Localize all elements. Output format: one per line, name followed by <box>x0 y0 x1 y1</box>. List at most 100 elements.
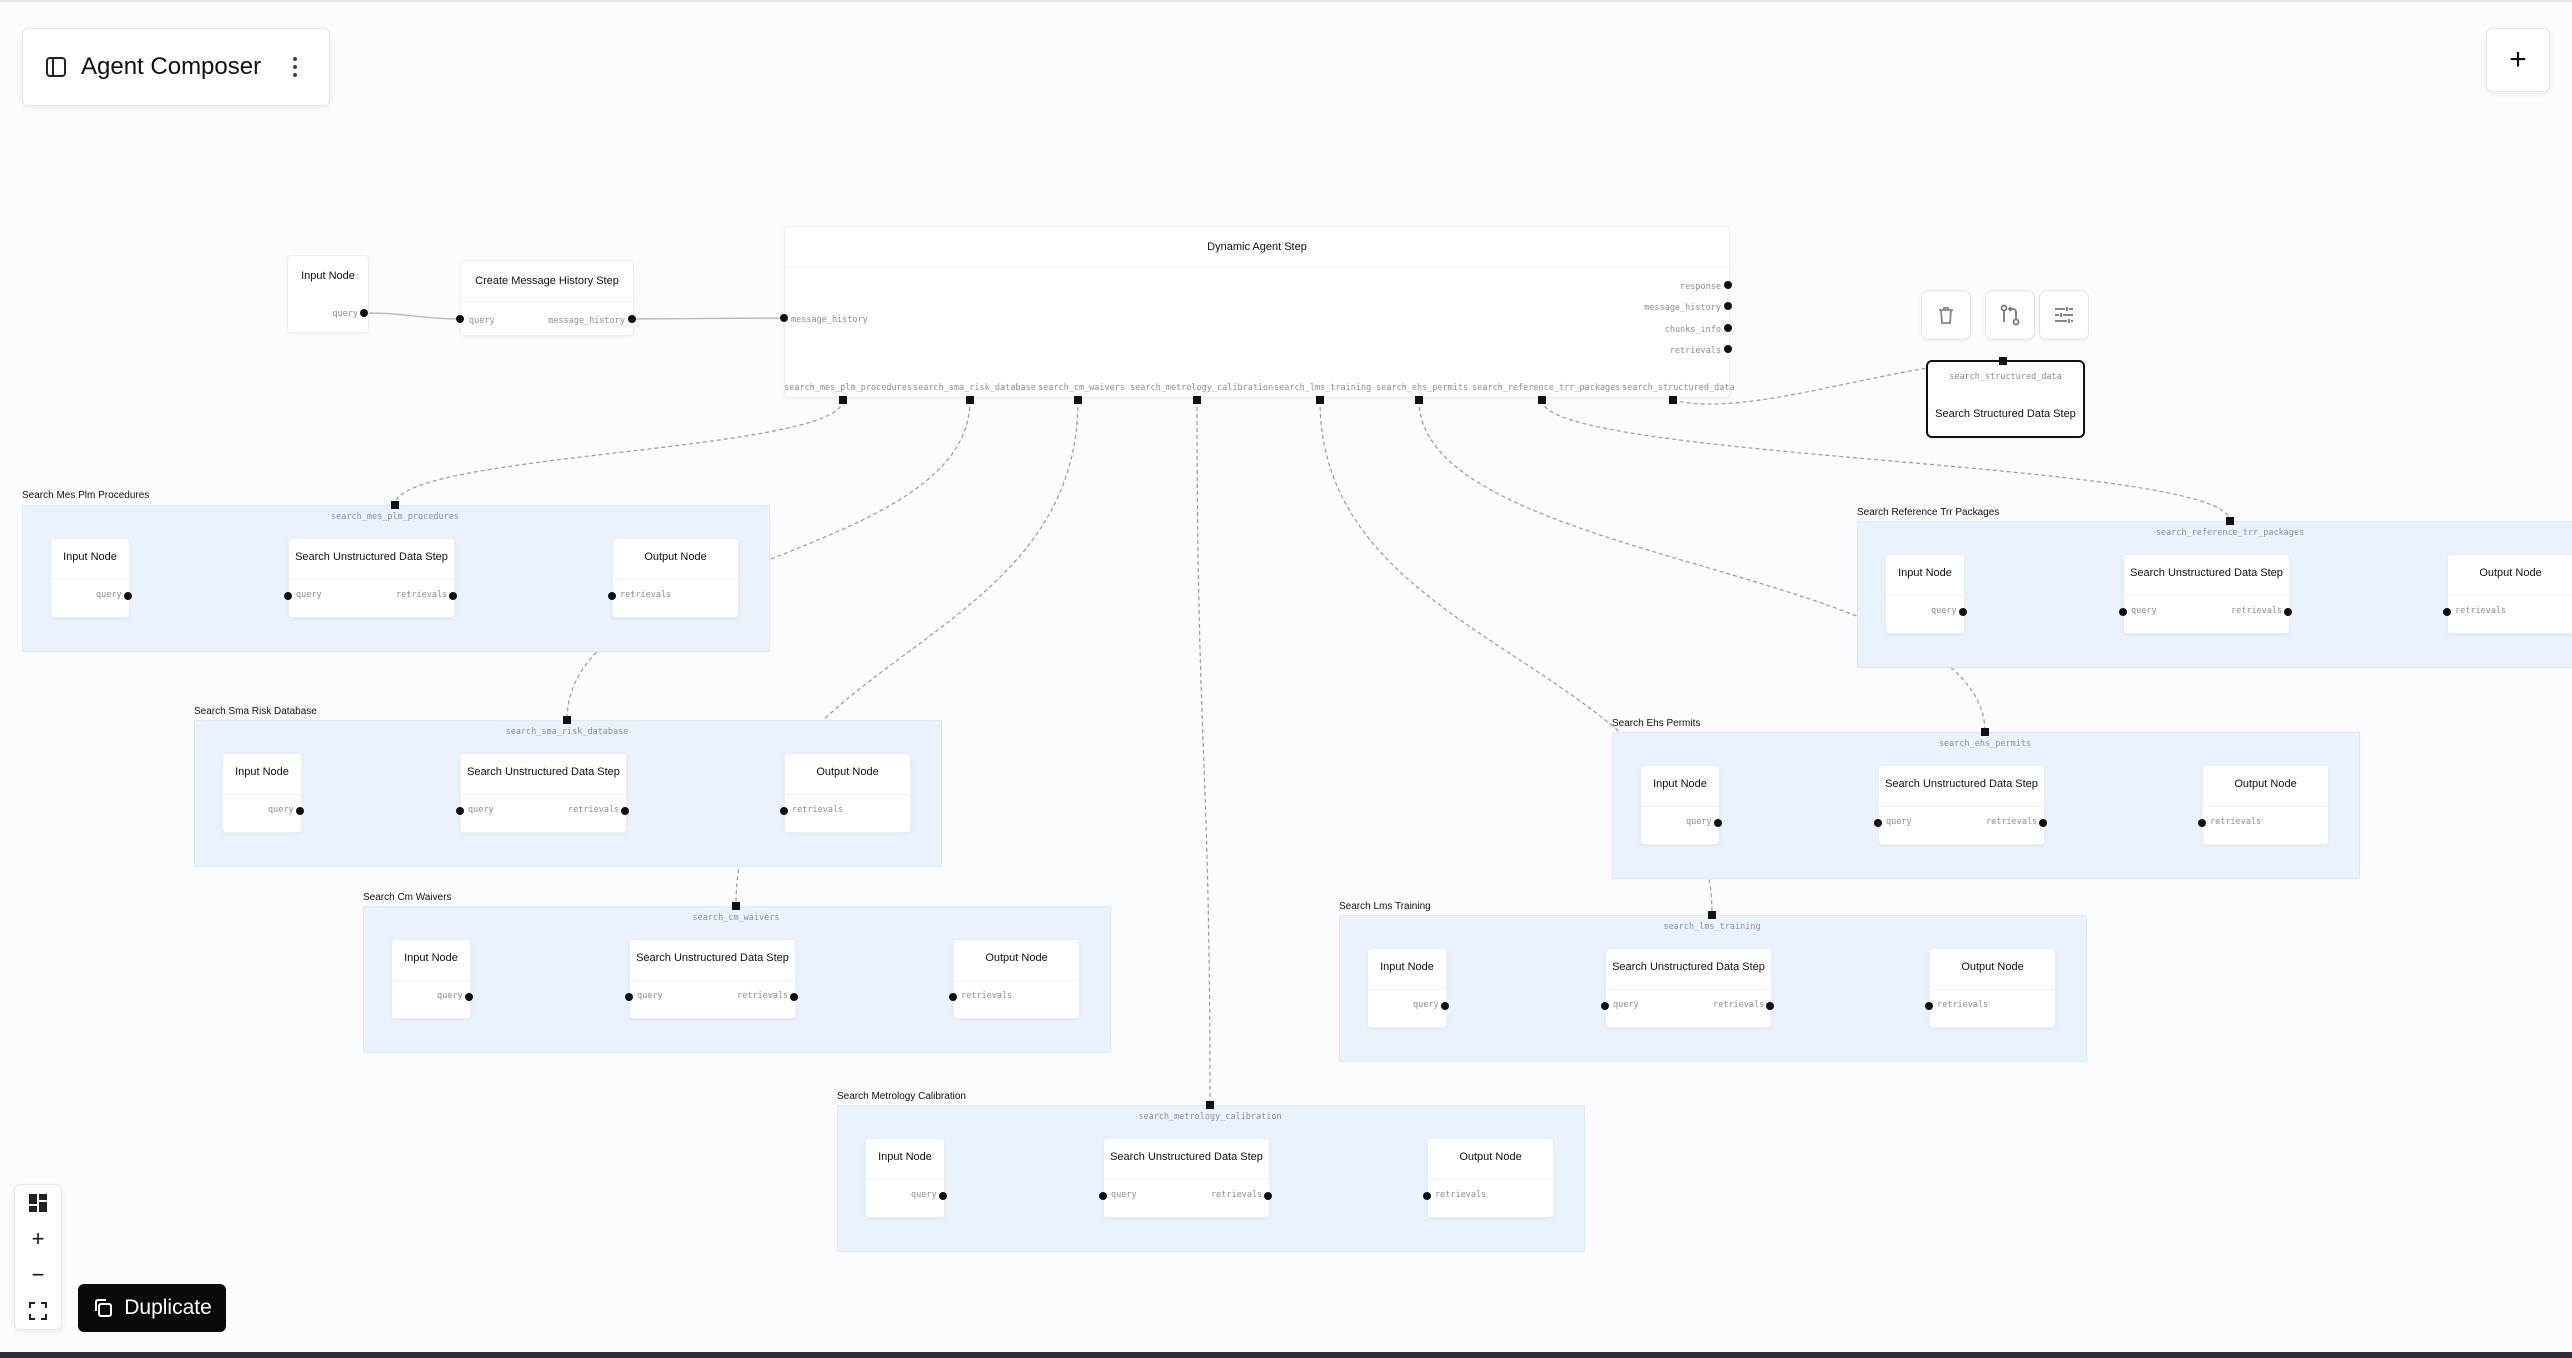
group-port-handle[interactable] <box>391 501 399 509</box>
port-handle[interactable] <box>449 592 457 600</box>
layout-grid-icon[interactable] <box>23 1188 53 1218</box>
port-handle[interactable] <box>1441 1002 1449 1010</box>
port-handle[interactable] <box>2284 608 2292 616</box>
port-handle[interactable] <box>284 592 292 600</box>
search-structured-data-step[interactable]: search_structured_data Search Structured… <box>1926 360 2085 438</box>
port-handle[interactable] <box>456 807 464 815</box>
input-node[interactable]: Input Node <box>391 939 471 1019</box>
port-label: query <box>296 590 322 600</box>
search-unstructured-data-step[interactable]: Search Unstructured Data Step <box>2123 554 2290 634</box>
port-handle[interactable] <box>2443 608 2451 616</box>
port-label: query <box>1111 1190 1137 1200</box>
zoom-out-icon[interactable]: − <box>31 1262 45 1287</box>
search-unstructured-data-step[interactable]: Search Unstructured Data Step <box>1878 765 2045 845</box>
tool-handle[interactable] <box>1316 396 1324 404</box>
output-node[interactable]: Output Node <box>1427 1138 1554 1218</box>
group-port-handle[interactable] <box>1981 728 1989 736</box>
port-handle[interactable] <box>1099 1192 1107 1200</box>
search-unstructured-data-step[interactable]: Search Unstructured Data Step <box>460 753 627 833</box>
port-handle[interactable] <box>1714 819 1722 827</box>
port-handle[interactable] <box>1423 1192 1431 1200</box>
port-handle[interactable] <box>939 1192 947 1200</box>
port-handle[interactable] <box>780 807 788 815</box>
output-node[interactable]: Output Node <box>953 939 1080 1019</box>
add-node-button[interactable]: + <box>2486 28 2550 92</box>
node-divider <box>613 579 738 580</box>
output-node[interactable]: Output Node <box>784 753 911 833</box>
group-port-handle[interactable] <box>563 716 571 724</box>
more-vertical-icon[interactable] <box>285 53 305 81</box>
tool-handle[interactable] <box>839 396 847 404</box>
port-handle[interactable] <box>1766 1002 1774 1010</box>
tool-port-label: search_reference_trr_packages <box>1472 383 1621 393</box>
input-node[interactable]: Input Node <box>1367 948 1447 1028</box>
tool-handle[interactable] <box>1538 396 1546 404</box>
group-port-handle[interactable] <box>1708 911 1716 919</box>
duplicate-button[interactable]: Duplicate <box>78 1284 226 1332</box>
port-handle[interactable] <box>1601 1002 1609 1010</box>
node-title: Output Node <box>1961 961 2024 973</box>
port-handle[interactable] <box>1724 302 1732 310</box>
tool-port-label: search_sma_risk_database <box>913 383 1036 393</box>
port-handle[interactable] <box>790 993 798 1001</box>
zoom-in-icon[interactable]: + <box>31 1226 45 1251</box>
search-unstructured-data-step[interactable]: Search Unstructured Data Step <box>629 939 796 1019</box>
input-node[interactable]: Input Node <box>222 753 302 833</box>
port-handle[interactable] <box>456 315 464 323</box>
tool-handle[interactable] <box>966 396 974 404</box>
node-divider <box>1368 989 1446 990</box>
port-handle[interactable] <box>2039 819 2047 827</box>
group-port-handle[interactable] <box>2226 517 2234 525</box>
port-handle[interactable] <box>780 314 788 322</box>
port-handle[interactable] <box>628 315 636 323</box>
tool-handle[interactable] <box>1074 396 1082 404</box>
search-unstructured-data-step[interactable]: Search Unstructured Data Step <box>1605 948 1772 1028</box>
node-divider <box>785 267 1729 268</box>
port-handle[interactable] <box>465 993 473 1001</box>
output-node[interactable]: Output Node <box>2202 765 2329 845</box>
search-unstructured-data-step[interactable]: Search Unstructured Data Step <box>1103 1138 1270 1218</box>
group-port-handle[interactable] <box>732 902 740 910</box>
settings-button[interactable] <box>2039 290 2089 340</box>
tool-handle[interactable] <box>1415 396 1423 404</box>
port-handle[interactable] <box>1925 1002 1933 1010</box>
output-node[interactable]: Output Node <box>2447 554 2572 634</box>
dynamic-agent-step[interactable]: Dynamic Agent Step message_history respo… <box>784 226 1730 398</box>
port-handle[interactable] <box>608 592 616 600</box>
input-node[interactable]: Input Node <box>50 538 130 618</box>
port-handle[interactable] <box>124 592 132 600</box>
node-title: Search Unstructured Data Step <box>1612 961 1765 973</box>
input-node[interactable]: Input Node <box>865 1138 945 1218</box>
tool-handle[interactable] <box>1999 357 2007 365</box>
port-handle[interactable] <box>2119 608 2127 616</box>
tool-port-label: search_cm_waivers <box>1038 383 1125 393</box>
output-node[interactable]: Output Node <box>612 538 739 618</box>
port-handle[interactable] <box>296 807 304 815</box>
port-handle[interactable] <box>621 807 629 815</box>
port-handle[interactable] <box>949 993 957 1001</box>
port-handle[interactable] <box>625 993 633 1001</box>
port-handle[interactable] <box>2198 819 2206 827</box>
branch-button[interactable] <box>1985 290 2035 340</box>
port-handle[interactable] <box>1724 281 1732 289</box>
output-node[interactable]: Output Node <box>1929 948 2056 1028</box>
port-handle[interactable] <box>1724 324 1732 332</box>
top-input-node[interactable]: Input Node query <box>287 255 369 333</box>
delete-node-button[interactable] <box>1921 290 1971 340</box>
port-handle[interactable] <box>1959 608 1967 616</box>
sidebar-toggle-icon[interactable] <box>45 56 67 78</box>
input-node[interactable]: Input Node <box>1885 554 1965 634</box>
port-handle[interactable] <box>1264 1192 1272 1200</box>
create-message-history-step[interactable]: Create Message History Step query messag… <box>460 260 634 336</box>
tool-handle[interactable] <box>1669 396 1677 404</box>
input-node[interactable]: Input Node <box>1640 765 1720 845</box>
port-handle[interactable] <box>360 309 368 317</box>
tool-handle[interactable] <box>1193 396 1201 404</box>
search-unstructured-data-step[interactable]: Search Unstructured Data Step <box>288 538 455 618</box>
group-port-handle[interactable] <box>1206 1101 1214 1109</box>
fit-view-icon[interactable] <box>23 1296 53 1326</box>
port-handle[interactable] <box>1724 345 1732 353</box>
port-label: retrievals <box>1211 1190 1263 1200</box>
port-handle[interactable] <box>1874 819 1882 827</box>
